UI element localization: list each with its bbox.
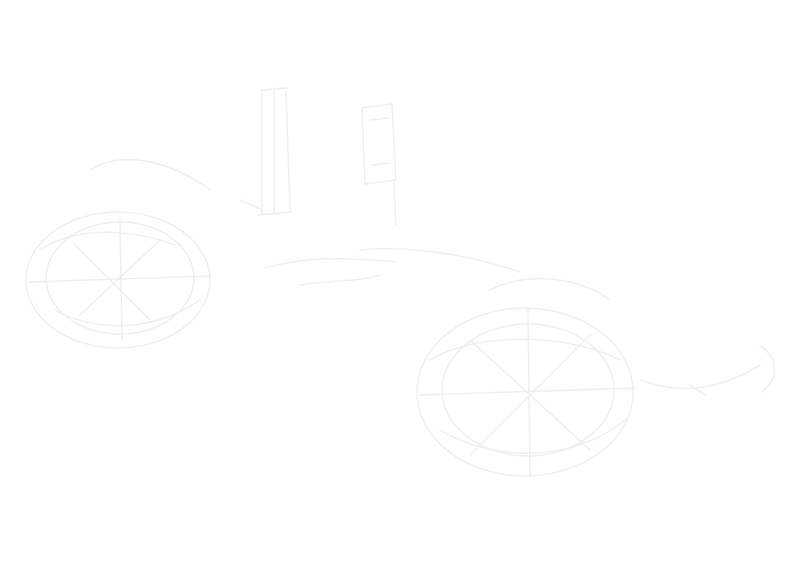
right-wheel-sketch — [416, 277, 636, 477]
vertical-post-sketch — [239, 87, 293, 216]
small-box-sketch — [361, 103, 397, 226]
left-wheel-sketch — [25, 158, 211, 349]
connector-sketch — [264, 248, 521, 286]
right-curl-sketch — [639, 344, 776, 396]
